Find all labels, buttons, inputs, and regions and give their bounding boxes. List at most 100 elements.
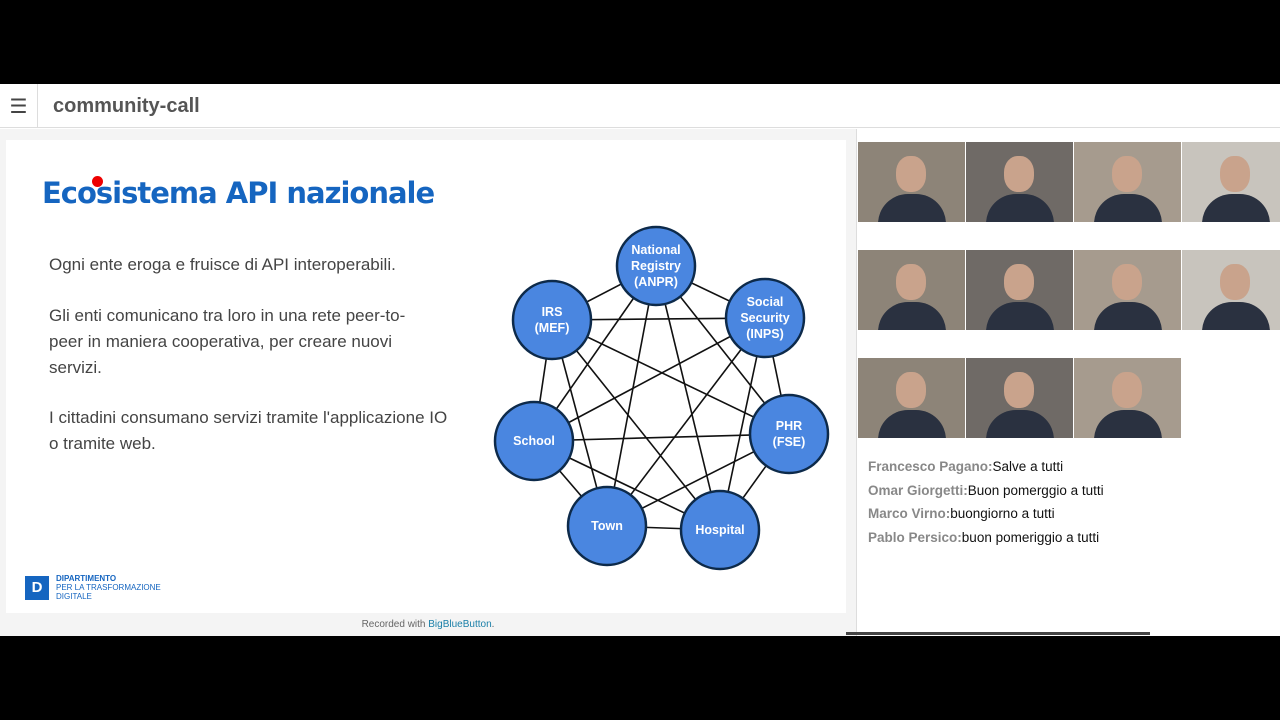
chat-text: buon pomeriggio a tutti [961,529,1100,545]
webcam-tile[interactable] [966,142,1073,222]
chat-sender: Omar Giorgetti: [868,482,968,498]
webcam-tile[interactable] [1182,250,1280,330]
participant-head [896,156,926,192]
node-label: PHR [776,419,802,433]
webcam-tile[interactable] [966,250,1073,330]
node-label: Hospital [695,523,744,537]
slide-paragraph: Gli enti comunicano tra loro in una rete… [49,306,406,377]
connection-line [606,317,766,527]
webcam-tile[interactable] [858,358,965,438]
network-node: Town [566,485,648,567]
connection-line [533,433,790,442]
participant-head [1112,264,1142,300]
chat-message: Francesco Pagano:Salve a tutti [868,455,1104,479]
participant-head [1004,156,1034,192]
participant-head [896,264,926,300]
participant-body [878,194,946,222]
node-label: IRS [542,305,563,319]
webcam-tile[interactable] [1182,142,1280,222]
slide-paragraph: I cittadini consumano servizi tramite l'… [49,408,448,453]
hamburger-icon[interactable]: ☰ [0,84,38,128]
chat-message: Omar Giorgetti:Buon pomerggio a tutti [868,479,1104,503]
node-label: Town [591,519,623,533]
node-circle [493,400,575,482]
participant-head [1004,372,1034,408]
node-label: (ANPR) [634,275,678,289]
node-label: Registry [631,259,681,273]
chat-text: buongiorno a tutti [950,506,1055,521]
webcam-tile[interactable] [1074,358,1181,438]
node-circle [724,277,806,359]
connection-line [533,317,766,442]
webcam-tile[interactable] [858,250,965,330]
participant-body [1202,194,1270,222]
top-bar: ☰ community-call [0,84,1280,128]
connection-line [551,319,790,435]
presentation-area: Ecosistema API nazionale Ogni ente eroga… [0,129,856,636]
node-circle [615,225,697,307]
node-circle [511,279,593,361]
slide: Ecosistema API nazionale Ogni ente eroga… [6,140,846,613]
participant-body [878,410,946,438]
chat-sender: Francesco Pagano: [868,459,993,474]
webcam-tile[interactable] [1074,142,1181,222]
node-label: School [513,434,555,448]
chat-sender: Marco Virno: [868,506,951,521]
app: ☰ community-call Ecosistema API nazional… [0,84,1280,636]
webcam-tile[interactable] [1074,250,1181,330]
chat-text: Salve a tutti [992,459,1064,474]
participant-body [986,410,1054,438]
participant-head [1112,372,1142,408]
participant-head [896,372,926,408]
connection-line [551,319,721,531]
participant-body [1202,302,1270,330]
network-node: PHR (FSE) [748,393,830,475]
participant-body [1094,194,1162,222]
logo-mark: D [25,575,49,600]
node-circle [679,489,761,571]
presenter-pointer [92,176,103,187]
chat-text: Buon pomerggio a tutti [967,482,1104,498]
slide-paragraph: Ogni ente eroga e fruisce di API interop… [49,255,396,274]
node-label: Social [747,295,784,309]
scrollbar[interactable] [846,632,1150,635]
webcam-tile[interactable] [966,358,1073,438]
logo-line: DIPARTIMENTO [56,574,117,583]
meeting-title: community-call [53,95,200,117]
webcam-tile[interactable] [858,142,965,222]
chat-sender: Pablo Persico: [868,529,962,545]
dtd-logo: D DIPARTIMENTO PER LA TRASFORMAZIONE DIG… [25,574,161,601]
connection-line [606,265,657,527]
recorded-notice: Recorded with BigBlueButton. [0,619,856,630]
participant-head [1220,264,1250,300]
participant-body [878,302,946,330]
participant-body [986,194,1054,222]
participant-body [1094,302,1162,330]
node-label: (FSE) [773,435,806,449]
connection-line [655,265,721,531]
logo-line: PER LA TRASFORMAZIONE [56,583,161,592]
node-label: National [631,243,680,257]
slide-title: Ecosistema API nazionale [42,176,435,210]
node-label: (MEF) [535,321,570,335]
participant-body [986,302,1054,330]
participant-head [1220,156,1250,192]
bigbluebutton-link[interactable]: BigBlueButton [428,619,492,630]
network-node: Hospital [679,489,761,571]
node-label: Security [740,311,789,325]
node-label: (INPS) [746,327,784,341]
participant-head [1004,264,1034,300]
network-node: IRS (MEF) [511,279,593,361]
node-circle [748,393,830,475]
recorded-text: Recorded with [361,619,429,630]
logo-line: DIGITALE [56,592,92,601]
recorded-suffix: . [491,619,495,630]
node-circle [566,485,648,567]
participant-head [1112,156,1142,192]
chat-message: Pablo Persico:buon pomeriggio a tutti [868,526,1104,550]
